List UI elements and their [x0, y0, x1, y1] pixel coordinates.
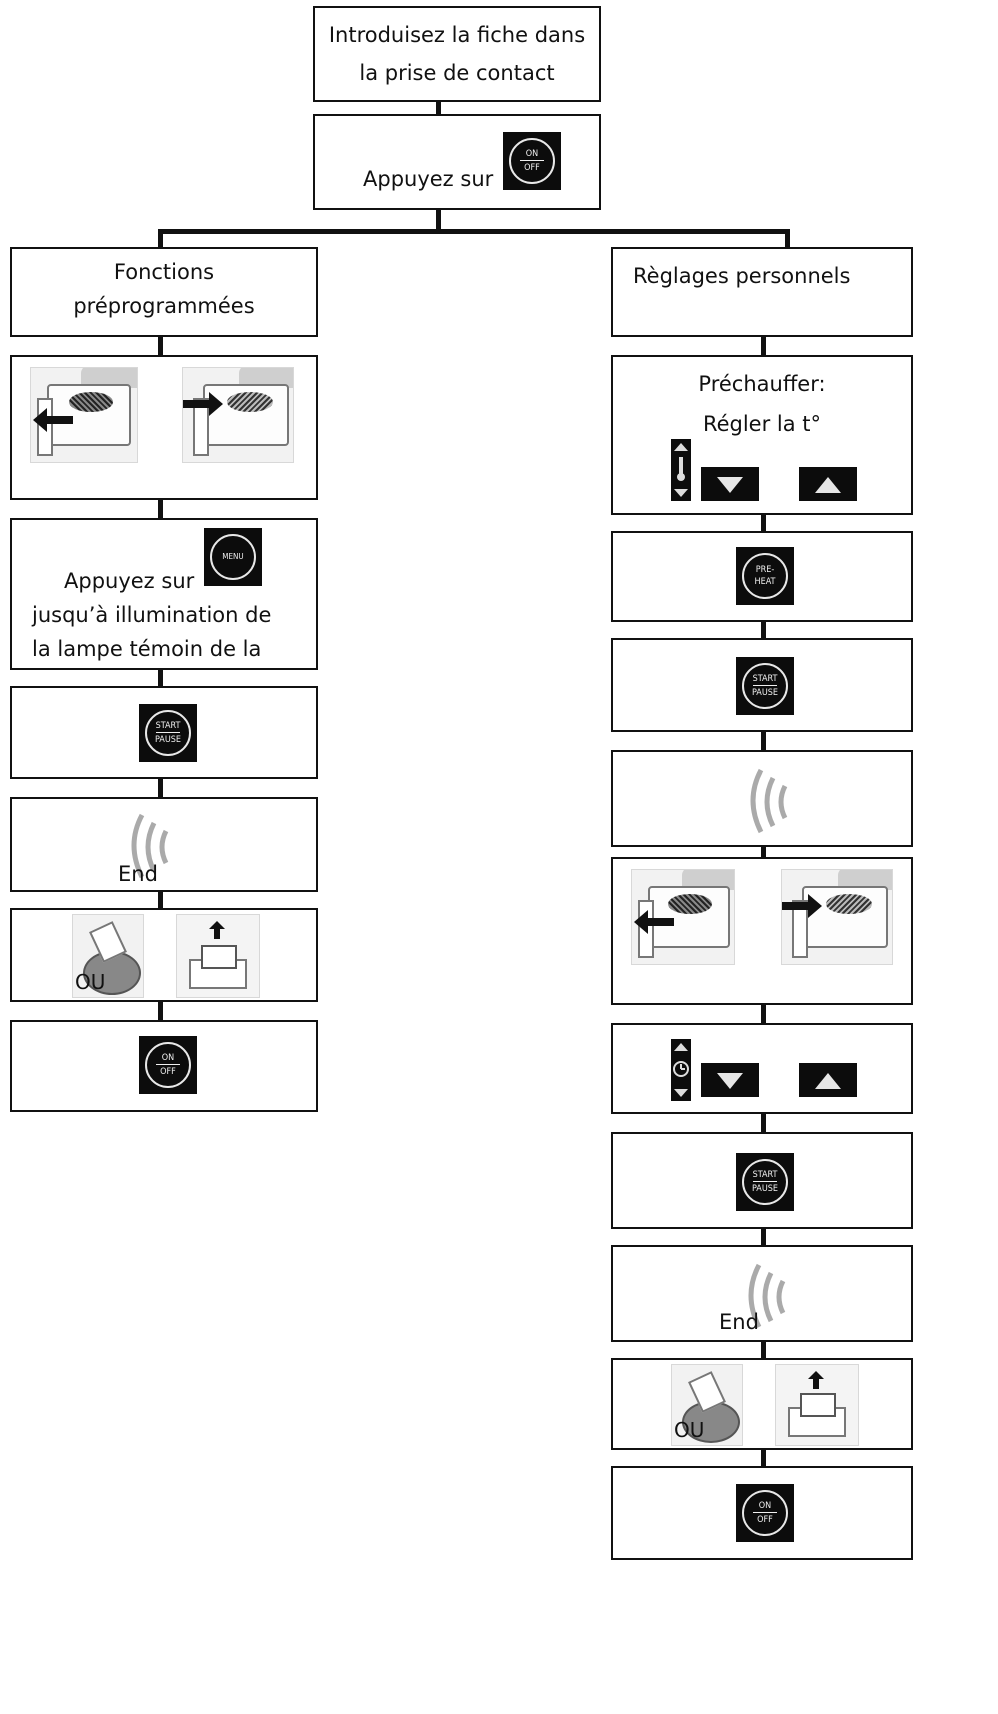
connector [158, 229, 790, 234]
on-off-button-icon: ON OFF [139, 1036, 197, 1094]
right-start-step-2: START PAUSE [611, 1132, 913, 1229]
or-label: OU [75, 970, 106, 994]
on-off-button-icon: ON OFF [736, 1484, 794, 1542]
connector [761, 1112, 766, 1134]
fryer-basket-icon [30, 367, 138, 463]
connector [158, 890, 163, 910]
connector [158, 335, 163, 357]
basket-removal-icon: OU [72, 914, 144, 998]
connector [761, 1448, 766, 1468]
connector [761, 1003, 766, 1025]
menu-line1: Appuyez sur [64, 569, 195, 593]
right-remove-step: OU [611, 1358, 913, 1450]
menu-line2: jusqu’à illumination de [32, 603, 272, 627]
right-title-box: Règlages personnels [611, 247, 913, 337]
left-title-line2: préprogrammées [73, 294, 255, 318]
left-start-step: START PAUSE [10, 686, 318, 779]
start-pause-button-icon: START PAUSE [736, 1153, 794, 1211]
or-label: OU [674, 1418, 705, 1442]
connector [785, 229, 790, 249]
connector [158, 498, 163, 520]
connector [761, 845, 766, 859]
end-label: End [118, 862, 158, 886]
press-on-label: Appuyez sur [363, 167, 494, 191]
step-plug-line2: la prise de contact [359, 61, 555, 85]
left-basket-step [10, 355, 318, 500]
right-cooking-end-step: End [611, 1245, 913, 1342]
heat-waves-icon [750, 768, 788, 834]
preheat-button-icon: PRE- HEAT [736, 547, 794, 605]
right-preheat-button-step: PRE- HEAT [611, 531, 913, 622]
heat-waves-icon [131, 813, 169, 879]
thermometer-icon [671, 439, 691, 501]
left-cooking-end-step: End [10, 797, 318, 892]
right-title: Règlages personnels [633, 264, 851, 288]
connector [761, 620, 766, 640]
fryer-basket-icon [781, 869, 893, 965]
preheat-line1: Préchauffer: [698, 372, 826, 396]
connector [761, 513, 766, 533]
right-basket-step [611, 857, 913, 1005]
end-label: End [719, 1310, 759, 1334]
connector [761, 1340, 766, 1360]
start-pause-button-icon: START PAUSE [139, 704, 197, 762]
triangle-down-icon [701, 1063, 759, 1097]
basket-lift-icon [775, 1364, 859, 1446]
connector [436, 208, 441, 232]
left-title-box: Fonctions préprogrammées [10, 247, 318, 337]
left-title-line1: Fonctions [113, 260, 215, 284]
menu-button-icon: MENU [204, 528, 262, 586]
heat-waves-icon [748, 1263, 786, 1329]
right-start-step-1: START PAUSE [611, 638, 913, 732]
left-menu-step: Appuyez sur MENU jusqu’à illumination de… [10, 518, 318, 670]
connector [436, 100, 441, 116]
left-remove-step: OU [10, 908, 318, 1002]
fryer-basket-icon [631, 869, 735, 965]
connector [761, 730, 766, 752]
step-plug-in: Introduisez la fiche dans la prise de co… [313, 6, 601, 102]
right-preheating-step [611, 750, 913, 847]
left-off-step: ON OFF [10, 1020, 318, 1112]
clock-icon [671, 1039, 691, 1101]
right-preheat-step: Préchauffer: Régler la t° [611, 355, 913, 515]
start-pause-button-icon: START PAUSE [736, 657, 794, 715]
basket-removal-icon: OU [671, 1364, 743, 1446]
connector [158, 229, 163, 249]
basket-lift-icon [176, 914, 260, 998]
connector [158, 777, 163, 799]
triangle-up-icon [799, 1063, 857, 1097]
connector [158, 668, 163, 688]
right-off-step: ON OFF [611, 1466, 913, 1560]
triangle-down-icon [701, 467, 759, 501]
preheat-line2: Régler la t° [702, 412, 822, 436]
on-off-button-icon: ON OFF [503, 132, 561, 190]
fryer-basket-icon [182, 367, 294, 463]
step-plug-line1: Introduisez la fiche dans [328, 23, 586, 47]
triangle-up-icon [799, 467, 857, 501]
connector [761, 335, 766, 357]
connector [761, 1227, 766, 1247]
connector [158, 1000, 163, 1022]
right-timer-step [611, 1023, 913, 1114]
menu-line3: la lampe témoin de la [32, 637, 262, 661]
step-press-on: Appuyez sur ON OFF [313, 114, 601, 210]
